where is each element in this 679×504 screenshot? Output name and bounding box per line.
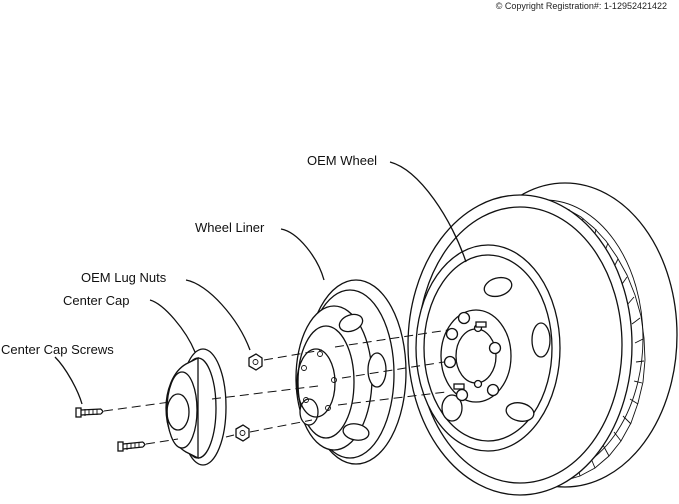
lug-nut-icon <box>235 353 263 442</box>
copyright-notice: © Copyright Registration#: 1-12952421422 <box>495 1 667 11</box>
center-cap-icon <box>165 348 227 466</box>
label-oem-wheel: OEM Wheel <box>307 153 378 168</box>
screw-icon <box>75 407 146 452</box>
label-oem-lug-nuts: OEM Lug Nuts <box>81 270 167 285</box>
leader-lines <box>54 161 467 405</box>
label-center-cap: Center Cap <box>63 293 130 308</box>
assembly-guides <box>103 329 449 445</box>
wheel-liner-icon <box>295 279 407 465</box>
label-wheel-liner: Wheel Liner <box>195 220 265 235</box>
wheel-icon <box>407 182 678 496</box>
label-center-cap-screws: Center Cap Screws <box>1 342 114 357</box>
